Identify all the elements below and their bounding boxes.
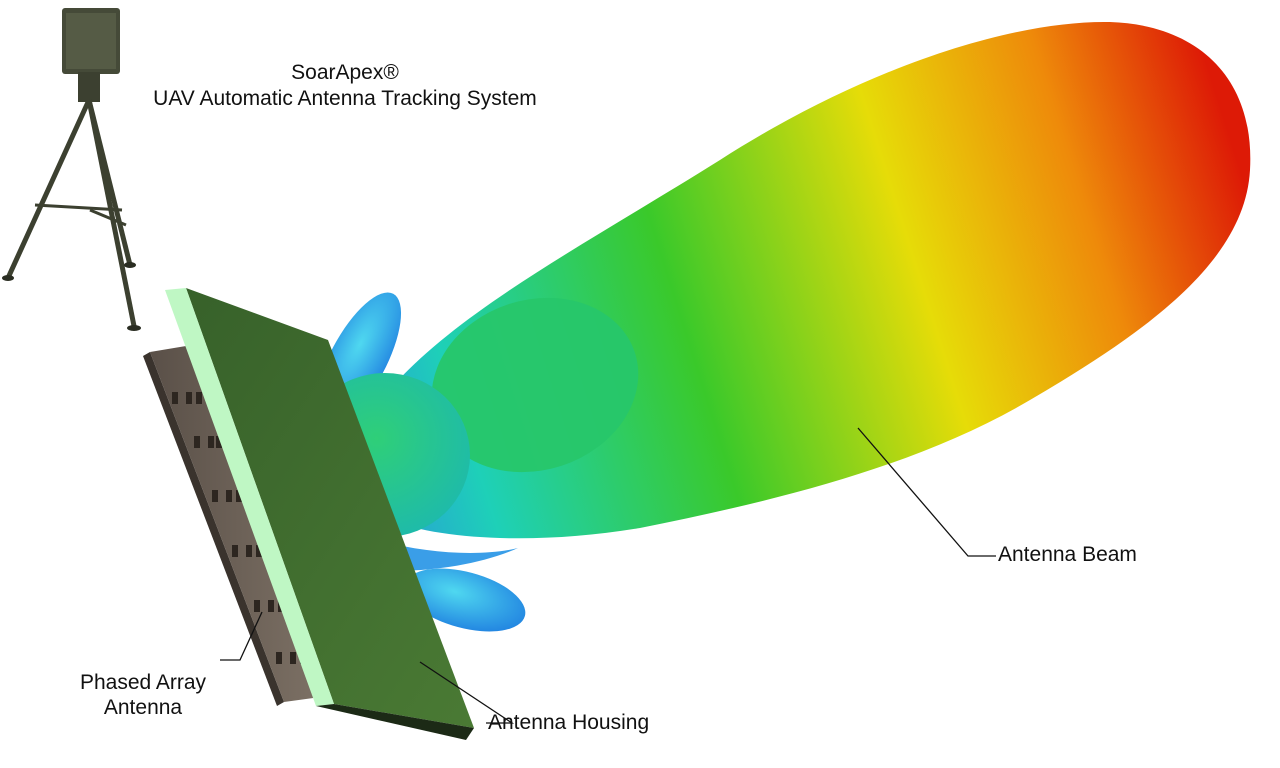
leader-antenna-housing <box>419 661 515 724</box>
antenna-housing <box>165 288 474 740</box>
side-lobe-lower <box>404 568 526 632</box>
inner-lobe-large <box>431 297 639 473</box>
label-phased-array: Phased Array Antenna <box>58 670 228 720</box>
label-antenna-housing: Antenna Housing <box>488 711 650 734</box>
housing-edge-strip <box>165 288 334 706</box>
array-elements <box>172 392 306 664</box>
label-phased-array-line1: Phased Array <box>79 671 207 694</box>
label-phased-array-line2: Antenna <box>103 696 183 719</box>
leader-antenna-beam <box>857 427 996 557</box>
tripod-radar-unit <box>2 8 141 331</box>
system-subtitle: UAV Automatic Antenna Tracking System <box>153 87 537 110</box>
leader-phased-array <box>220 611 263 661</box>
label-antenna-beam: Antenna Beam <box>998 543 1137 566</box>
leader-lines <box>220 427 996 724</box>
brand-title: SoarApex® <box>291 61 399 84</box>
